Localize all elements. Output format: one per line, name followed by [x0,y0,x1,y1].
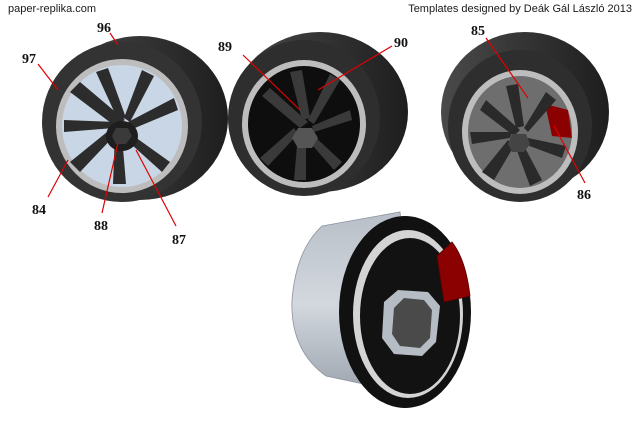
hub-nut [112,128,132,144]
credit-label: Templates designed by Deák Gál László 20… [408,3,632,15]
callout-84: 84 [32,203,46,218]
callout-85: 85 [471,24,485,39]
callout-97: 97 [22,52,36,67]
callout-96: 96 [97,21,111,36]
wheel-left [42,36,228,202]
hub-nut [292,128,318,148]
hub-nut [508,134,530,152]
leader-lines [37,32,586,227]
site-label: paper-replika.com [8,3,97,15]
spokes [470,84,566,186]
callout-90: 90 [394,36,408,51]
wheel-middle [228,32,408,196]
brake-caliper [545,104,572,138]
spokes [64,68,178,184]
wheel-right [441,32,609,202]
callout-87: 87 [172,233,186,248]
callout-88: 88 [94,219,108,234]
callout-86: 86 [577,188,591,203]
callout-89: 89 [218,40,232,55]
hub-bore [392,298,432,348]
wheel-cutaway [291,211,471,408]
brake-disc [436,241,471,303]
